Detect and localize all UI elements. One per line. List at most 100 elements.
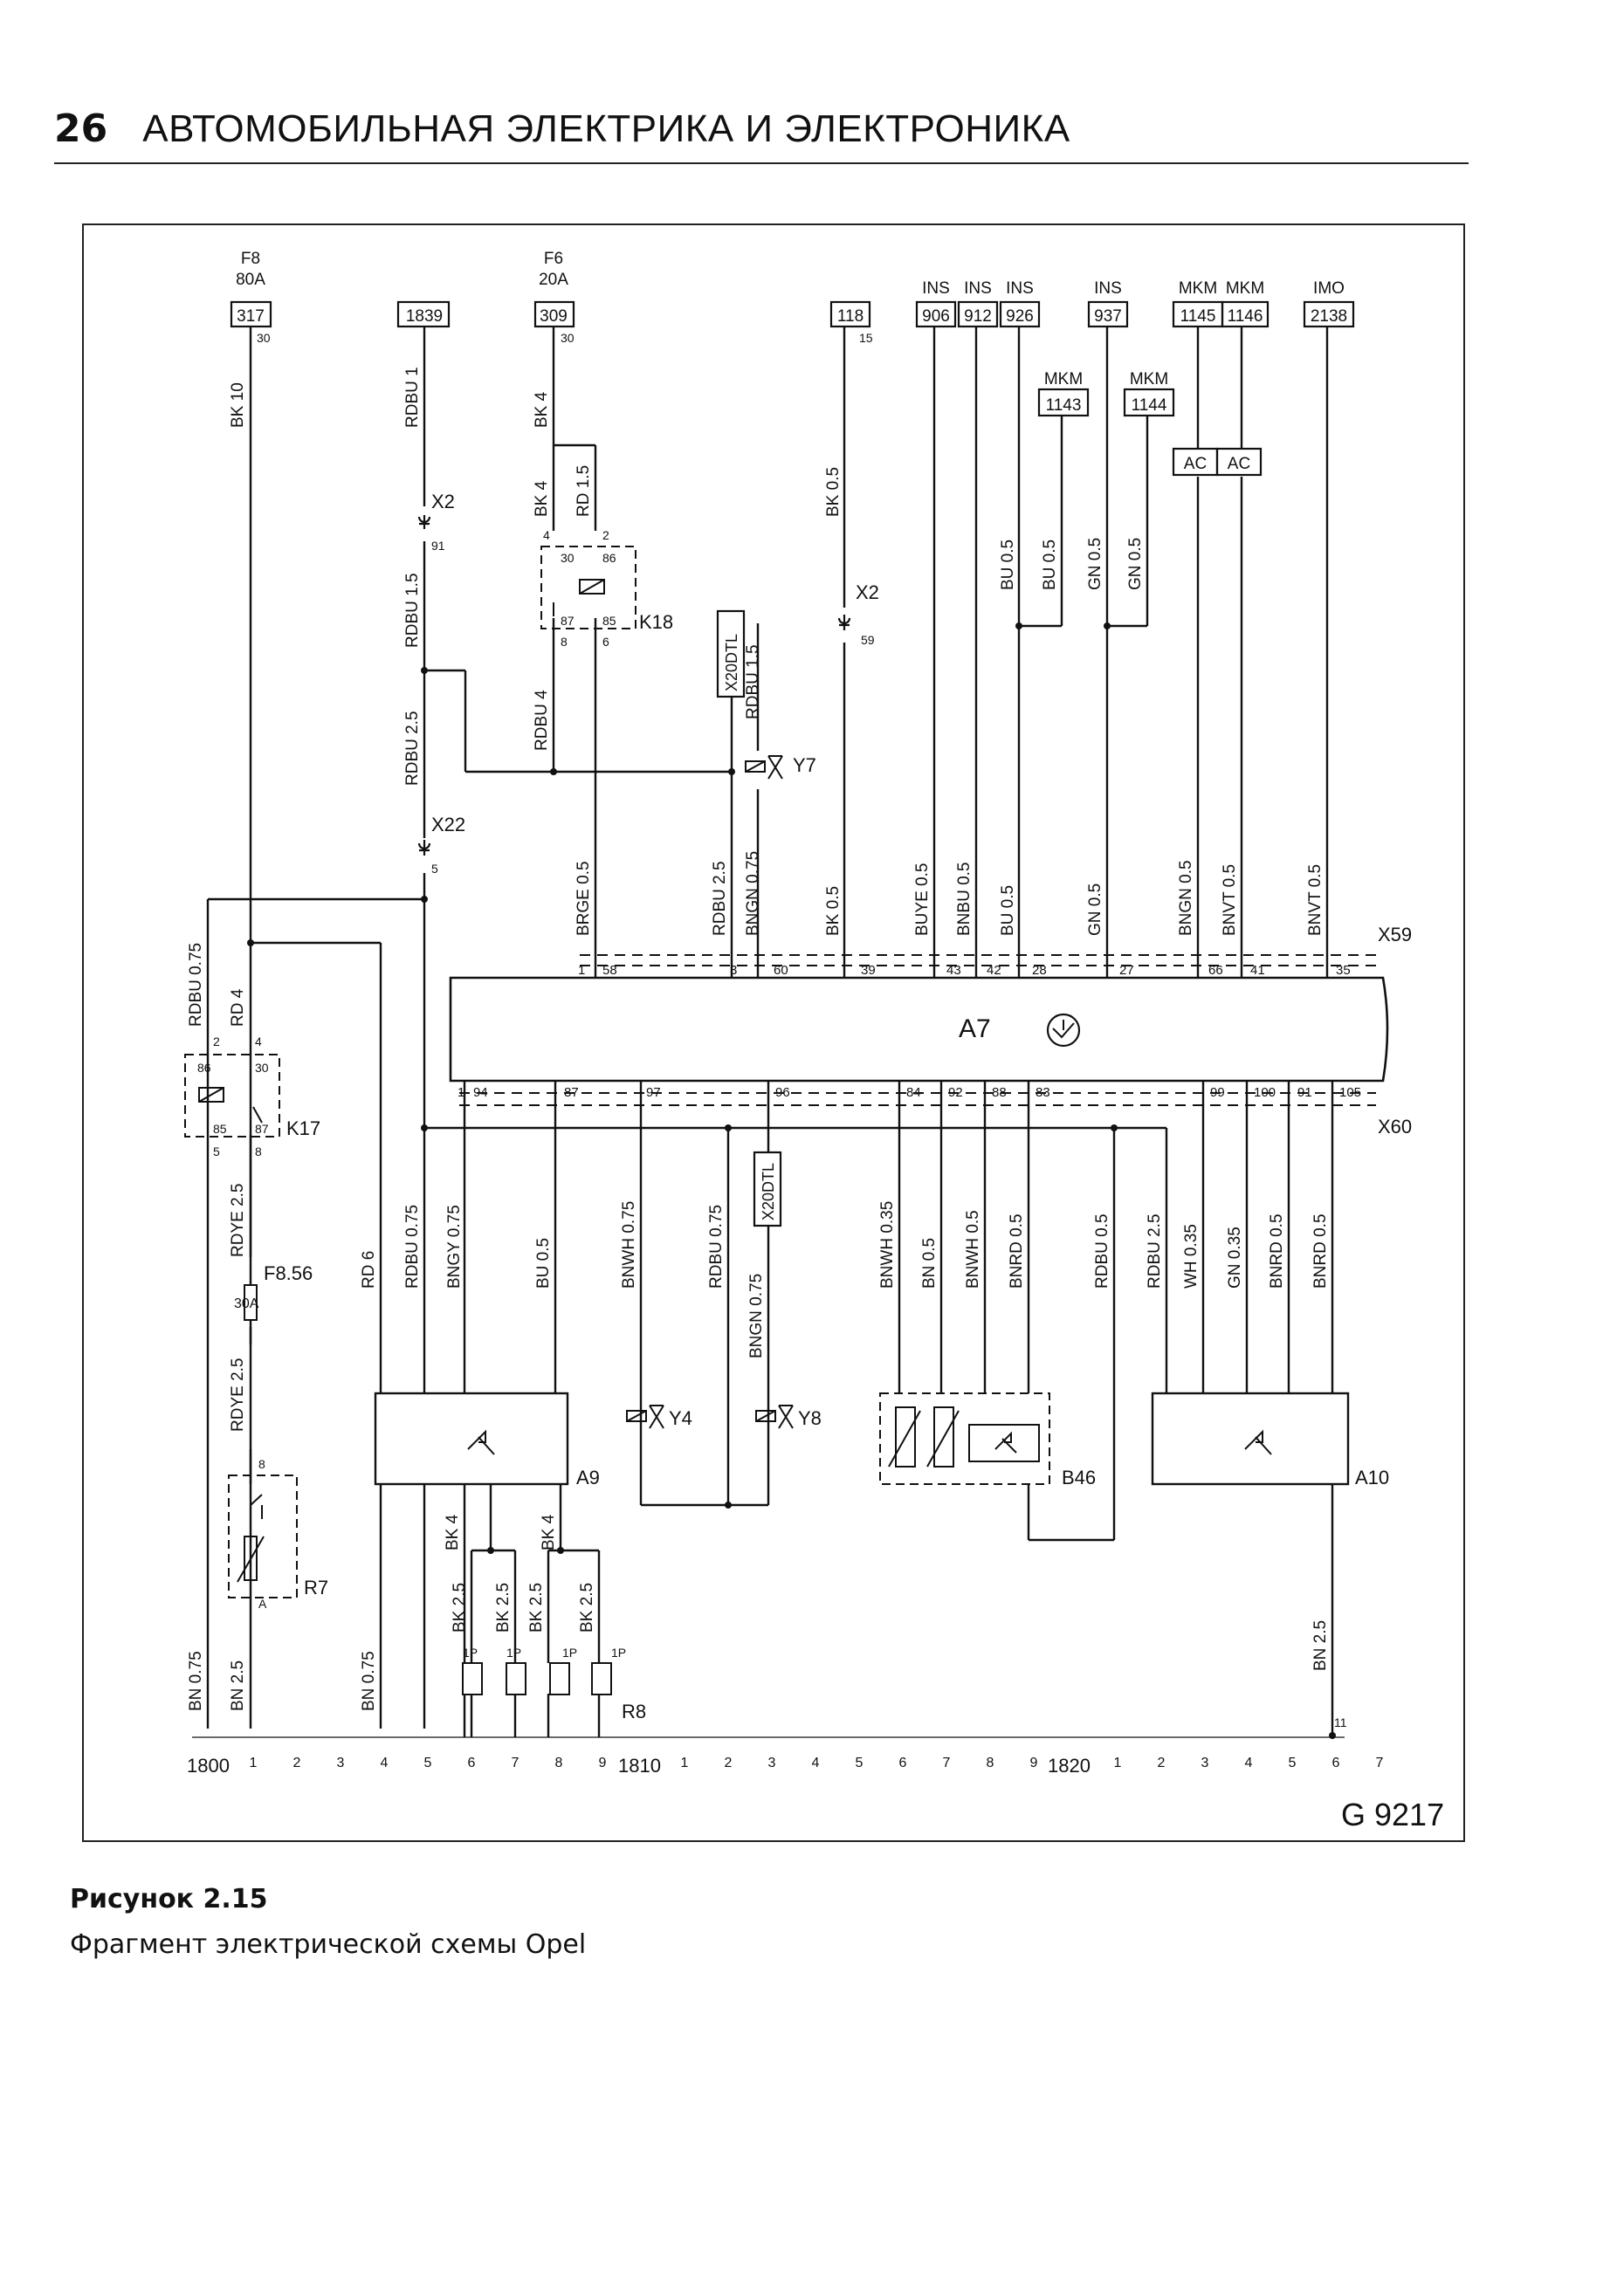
wire-rdbu25: RDBU 2.5 (403, 711, 422, 786)
terminal-309: 309 (540, 307, 568, 326)
terminal-906: 906 (922, 307, 950, 326)
wire-bk4-b: BK 4 (533, 480, 551, 517)
group-ins-2: INS (964, 279, 992, 298)
tick-7b: 7 (943, 1756, 951, 1770)
valve-symbols (626, 755, 794, 1429)
fuse-f8-label: F8 (241, 250, 260, 268)
label-x59: X59 (1378, 924, 1412, 945)
relay-pin-labels: 2 4 86 30 85 87 5 8 4 2 30 86 87 85 8 6 … (197, 528, 1347, 1729)
x60-wire-7: BN 0.5 (920, 1238, 939, 1289)
wire-rdye25-a: RDYE 2.5 (229, 1184, 247, 1257)
wire-bk4-lower-a: BK 4 (444, 1514, 462, 1550)
label-f856: F8.56 (264, 1262, 313, 1284)
group-mkm-3: MKM (1044, 370, 1083, 388)
x60-wire-14: BNRD 0.5 (1268, 1213, 1286, 1289)
terminal-926: 926 (1006, 307, 1034, 326)
x60-pin-12: 105 (1339, 1085, 1361, 1100)
wire-gn05-b: GN 0.5 (1126, 538, 1145, 590)
x59-pin-11: 35 (1336, 963, 1351, 978)
r8-pin-labels: 1P 1P 1P 1P (463, 1646, 626, 1660)
tick-2c: 2 (1158, 1756, 1166, 1770)
tick-4b: 4 (812, 1756, 820, 1770)
wire-bk25-4: BK 2.5 (578, 1583, 596, 1633)
tick-9b: 9 (1030, 1756, 1038, 1770)
wire-bk25-2: BK 2.5 (494, 1583, 513, 1633)
tick-3b: 3 (768, 1756, 776, 1770)
label-a10: A10 (1355, 1467, 1389, 1488)
x20dtl-blocks (716, 609, 782, 1227)
terminal-118: 118 (837, 307, 864, 326)
label-y4: Y4 (669, 1407, 692, 1429)
group-ins-1: INS (922, 279, 950, 298)
component-labels: X2 X2 X22 K18 Y7 X59 X60 A7 K17 F8.56 30… (234, 491, 1412, 1722)
ruler-1820: 1820 (1048, 1755, 1091, 1777)
wire-bu05-a: BU 0.5 (999, 540, 1017, 590)
group-ins-4: INS (1094, 279, 1122, 298)
tick-3c: 3 (1201, 1756, 1209, 1770)
label-a7: A7 (959, 1014, 991, 1043)
k17-pin-85: 85 (213, 1122, 227, 1136)
terminal-2138: 2138 (1311, 307, 1347, 326)
wire-rd6: RD 6 (360, 1251, 378, 1289)
x20dtl-labels: X20DTL X20DTL (723, 634, 777, 1220)
junction-dots (247, 622, 1336, 1739)
label-k18: K18 (639, 611, 673, 633)
terminal-1146: 1146 (1228, 307, 1263, 326)
ac-label-2: AC (1228, 455, 1250, 473)
wire-bn25-left: BN 2.5 (229, 1660, 247, 1711)
k18-pin-6: 6 (602, 635, 609, 649)
label-b46: B46 (1062, 1467, 1096, 1488)
pin-11-right: 11 (1334, 1715, 1347, 1729)
top-terminals (230, 300, 1355, 477)
label-x2-a: X2 (431, 491, 455, 512)
x60-wire-2: BU 0.5 (534, 1238, 553, 1289)
x59-wire-1: RDBU 2.5 (711, 861, 729, 936)
wire-bu05-b: BU 0.5 (1041, 540, 1059, 590)
label-a9: A9 (576, 1467, 600, 1488)
x60-wire-5: BNGN 0.75 (747, 1274, 766, 1358)
fuse-f6-rating: 20A (539, 271, 568, 289)
figure-caption-label: Рисунок 2.15 (70, 1884, 268, 1914)
page-title: АВТОМОБИЛЬНАЯ ЭЛЕКТРИКА И ЭЛЕКТРОНИКА (142, 107, 1070, 150)
module-a7 (449, 976, 1389, 1083)
x59-pin-2: 3 (730, 963, 737, 978)
header-rule (54, 162, 1469, 164)
wire-rdye25-b: RDYE 2.5 (229, 1358, 247, 1432)
x59-wire-0: BRGE 0.5 (575, 861, 593, 936)
wire-bn075-b: BN 0.75 (360, 1651, 378, 1711)
x22-pin-5: 5 (431, 862, 438, 876)
tick-7c: 7 (1376, 1756, 1384, 1770)
ruler-1800: 1800 (187, 1755, 230, 1777)
x60-pin-11: 91 (1297, 1085, 1312, 1100)
x60-pin-10: 100 (1254, 1085, 1276, 1100)
tick-7a: 7 (512, 1756, 520, 1770)
x59-wire-10: BNVT 0.5 (1306, 864, 1325, 936)
group-ins-3: INS (1006, 279, 1034, 298)
r8-1p-1: 1P (463, 1646, 478, 1660)
k18-pin-85: 85 (602, 614, 616, 628)
x60-wire-11: RDBU 2.5 (1146, 1213, 1164, 1289)
fuse-f6-label: F6 (544, 250, 563, 268)
tick-8b: 8 (987, 1756, 994, 1770)
figure-caption-text: Фрагмент электрической схемы Opel (70, 1929, 587, 1960)
x60-pin-8: 83 (1036, 1085, 1050, 1100)
terminal-912: 912 (964, 307, 992, 326)
upper-wire-labels: BK 10 RDBU 1 BK 4 BK 4 RD 1.5 BK 0.5 RDB… (229, 367, 1145, 786)
wire-rdbu1: RDBU 1 (403, 367, 422, 428)
label-k17: K17 (286, 1117, 320, 1139)
fuse-f8-rating: 80A (236, 271, 265, 289)
tick-8a: 8 (555, 1756, 563, 1770)
x59-pin-0: 1 (578, 963, 585, 978)
bottom-ruler: 1800 1810 1820 (187, 1755, 1091, 1777)
terminal-317: 317 (237, 307, 265, 326)
ac-label-1: AC (1184, 455, 1207, 473)
x60-wire-10: RDBU 0.5 (1093, 1213, 1111, 1289)
terminal-1144: 1144 (1132, 396, 1167, 415)
connector-symbols (417, 515, 851, 856)
glow-plugs-r8 (462, 1662, 612, 1695)
tick-5b: 5 (856, 1756, 864, 1770)
wire-rd15: RD 1.5 (575, 465, 593, 517)
label-x2-b: X2 (856, 581, 879, 603)
x2-pin-59: 59 (861, 633, 875, 647)
tick-4a: 4 (381, 1756, 389, 1770)
